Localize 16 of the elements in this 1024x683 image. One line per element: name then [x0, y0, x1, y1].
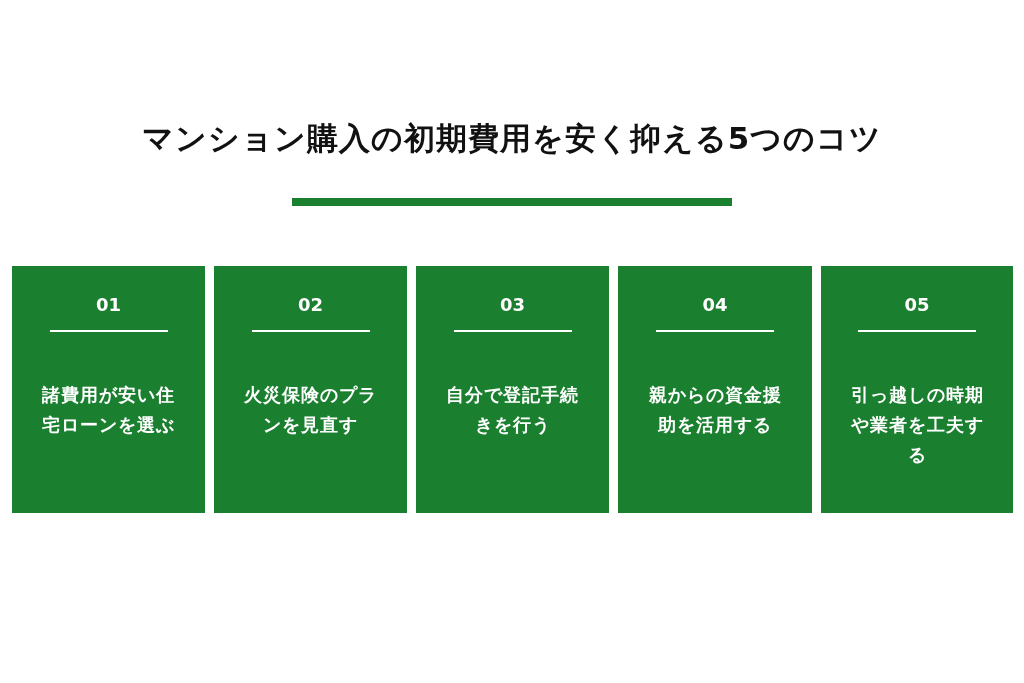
step-number: 01 — [95, 294, 122, 316]
step-text: 諸費用が安い住宅ローンを選ぶ — [41, 383, 176, 437]
step-card — [416, 266, 609, 513]
step-card — [821, 266, 1013, 513]
step-card — [618, 266, 812, 513]
step-text: 引っ越しの時期や業者を工夫する — [850, 383, 984, 467]
step-card — [12, 266, 205, 513]
step-number: 05 — [904, 294, 930, 316]
step-card — [214, 266, 407, 513]
step-number: 02 — [297, 294, 324, 316]
title: マンション購入の初期費用を安く抑える5つのコツ — [140, 119, 884, 158]
step-number: 03 — [499, 294, 526, 316]
step-text: 自分で登記手続きを行う — [445, 383, 580, 437]
step-text: 親からの資金援助を活用する — [648, 383, 782, 437]
step-text: 火災保険のプランを見直す — [243, 383, 378, 437]
step-number: 04 — [702, 294, 728, 316]
